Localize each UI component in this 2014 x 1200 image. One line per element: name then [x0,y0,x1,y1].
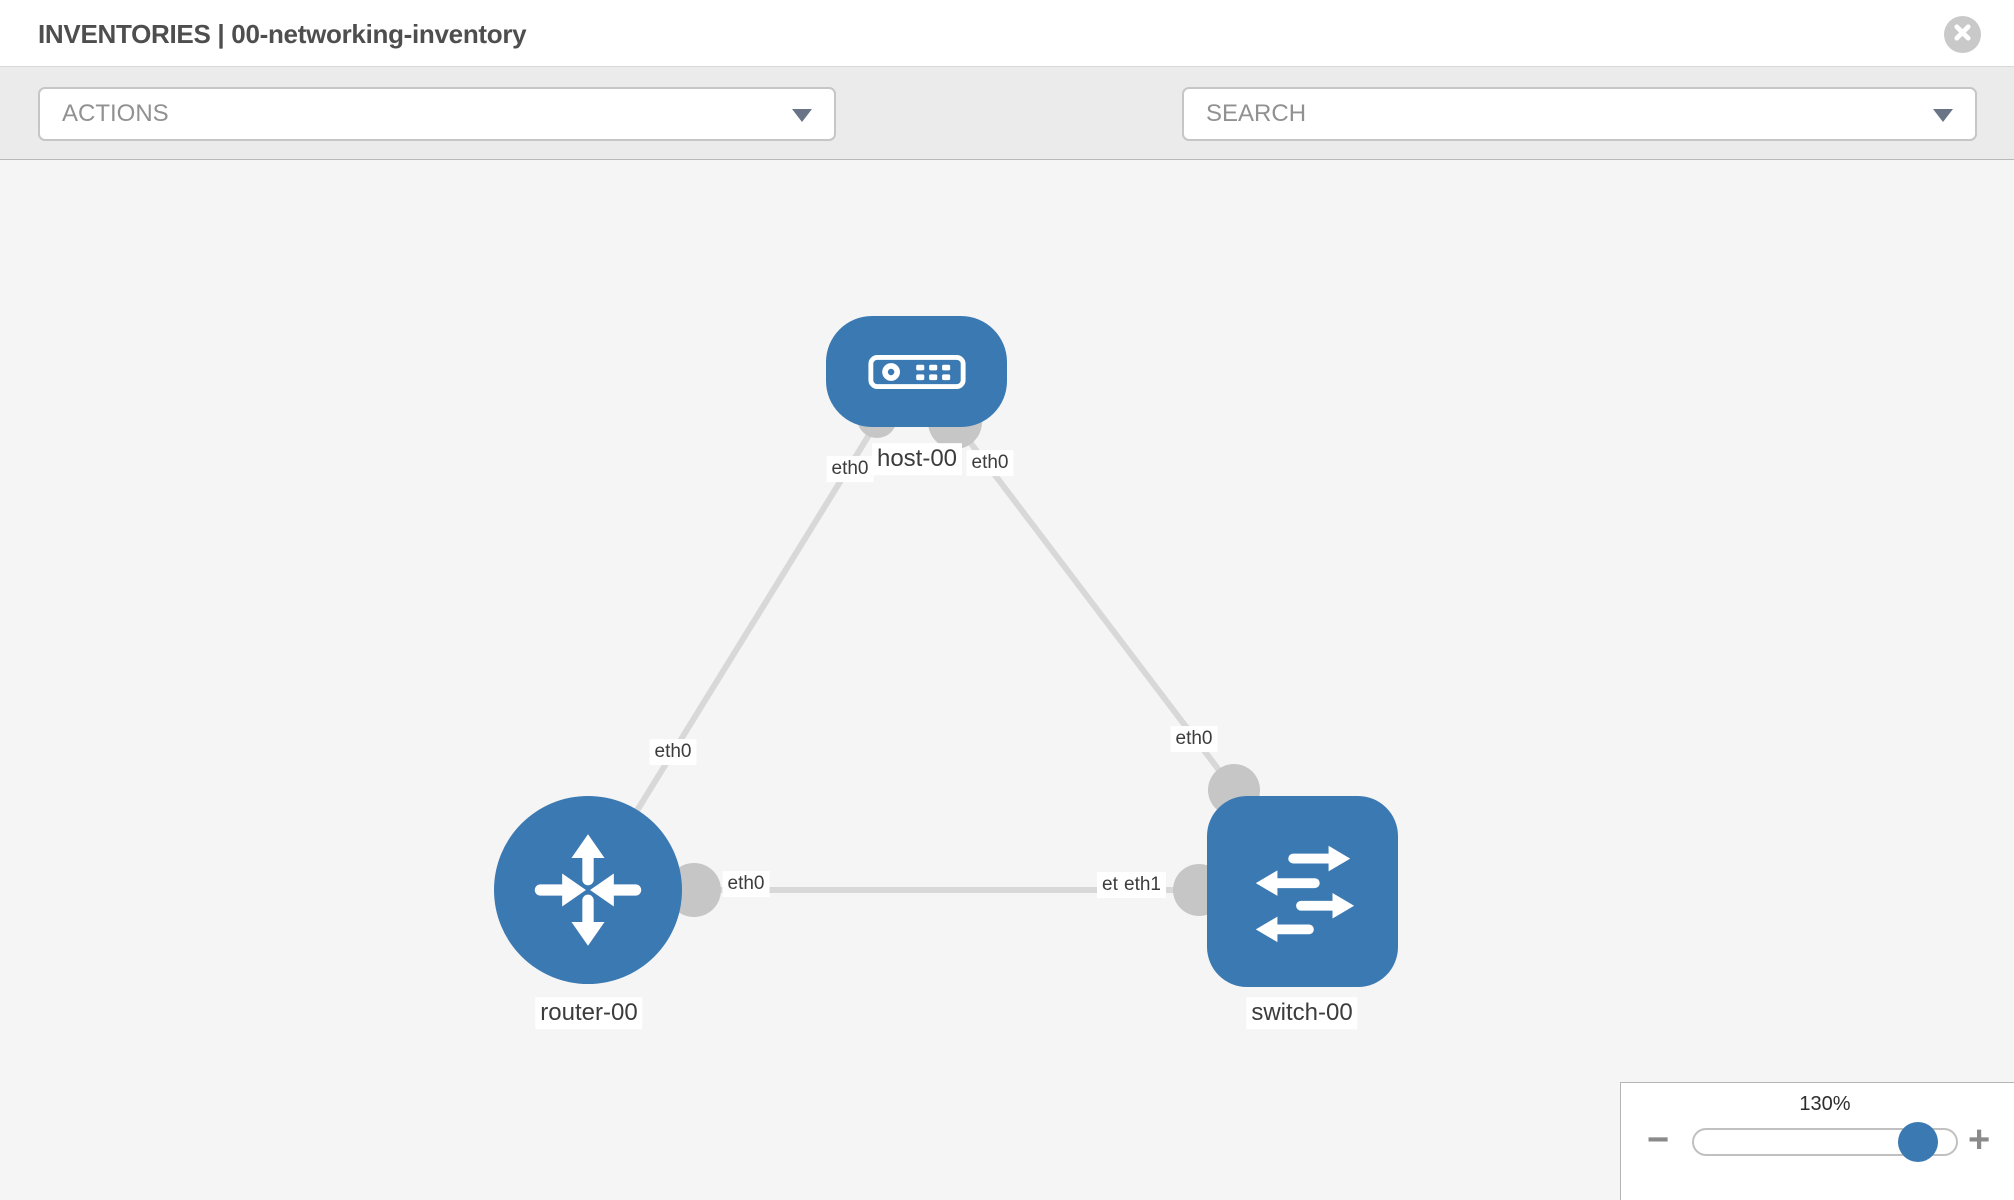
node-label-router-00: router-00 [535,997,643,1029]
node-label-switch-00: switch-00 [1246,997,1358,1029]
zoom-slider-track[interactable] [1692,1122,1958,1162]
actions-dropdown[interactable]: ACTIONS [38,87,836,141]
switch-icon [1255,845,1354,942]
router-icon [534,834,642,946]
zoom-control-panel: 130% − + [1620,1082,2014,1200]
actions-dropdown-label: ACTIONS [62,100,169,127]
interface-label-router-eth0: eth0 [722,871,770,897]
topology-canvas[interactable]: host-00 router-00 switch-00 eth0 eth0 et… [0,160,2014,1200]
interface-label-switch-eth0-top: eth0 [1170,726,1218,752]
zoom-in-button[interactable]: + [1968,1119,1991,1161]
zoom-level-label: 130% [1799,1093,1851,1115]
host-icon [867,354,966,389]
page-title: INVENTORIES | 00-networking-inventory [38,19,527,49]
search-dropdown[interactable]: SEARCH [1182,87,1977,141]
chevron-down-icon [1933,109,1953,122]
node-switch-00[interactable] [1207,796,1398,987]
search-placeholder: SEARCH [1206,100,1307,127]
toolbar: ACTIONS SEARCH [0,67,2014,201]
zoom-out-button[interactable]: − [1647,1119,1670,1161]
header: INVENTORIES | 00-networking-inventory [0,0,2014,67]
node-host-00[interactable] [826,316,1007,427]
topology-links-layer [585,395,1260,917]
interface-label-host-eth0-left: eth0 [826,456,874,482]
node-router-00[interactable] [494,796,682,984]
interface-label-switch-eth1: eth1 [1119,872,1166,898]
close-icon [1953,23,1972,47]
chevron-down-icon [792,109,812,122]
interface-label-host-eth0-right: eth0 [966,450,1014,476]
zoom-slider-handle[interactable] [1898,1122,1938,1162]
close-button[interactable] [1944,16,1981,53]
interface-label-router-eth0-uplink: eth0 [649,739,697,765]
node-label-host-00: host-00 [871,443,963,475]
